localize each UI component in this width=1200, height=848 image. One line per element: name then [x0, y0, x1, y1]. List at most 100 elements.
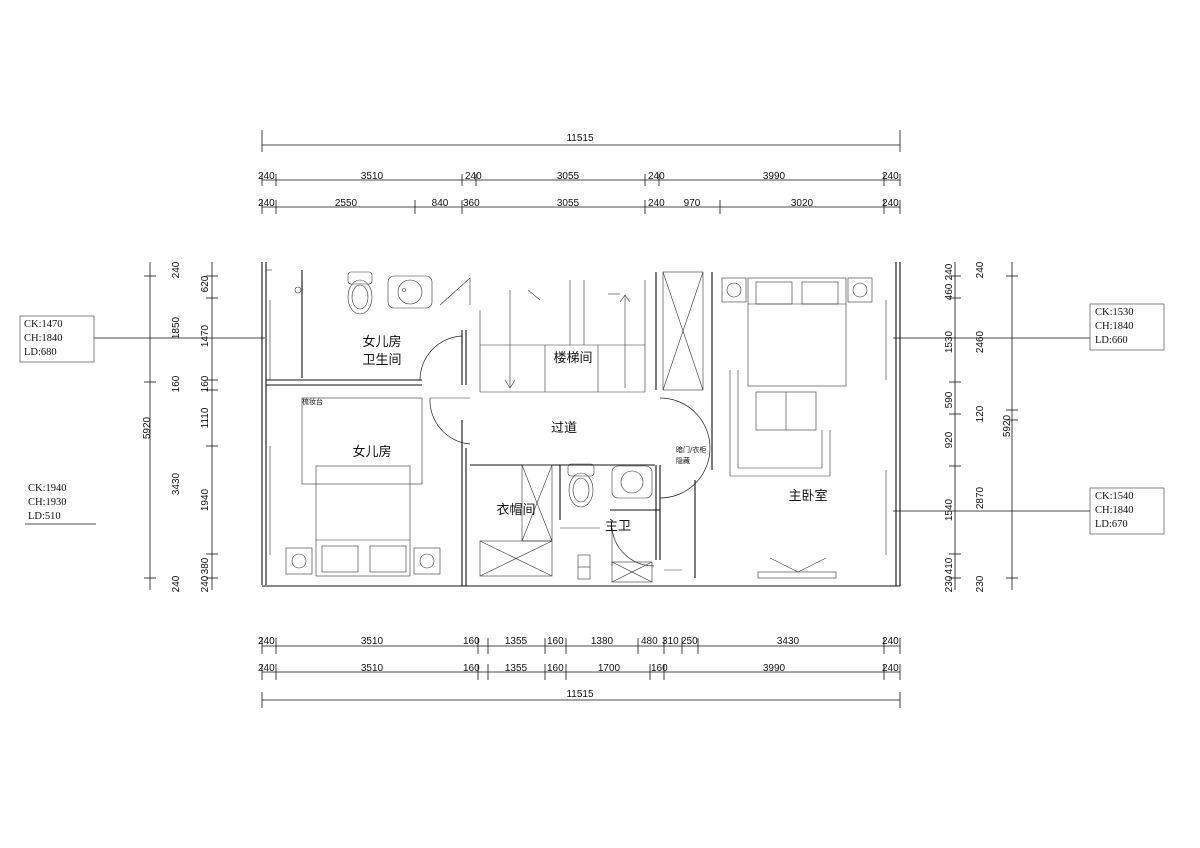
dim-right-inner-1: 460 [944, 283, 955, 300]
dim-right-inner-4: 920 [944, 431, 955, 448]
info-line: CK:1940 [28, 483, 67, 494]
room-label-stair: 楼梯间 [553, 351, 592, 366]
dim-bot-r2-7: 3990 [763, 663, 786, 674]
bed-icon [721, 277, 873, 387]
dim-bot-r2-5: 1700 [598, 663, 621, 674]
info-line: LD:680 [24, 347, 57, 358]
room-label-daughter-room: 女儿房 [352, 444, 391, 460]
dim-left-inner-2: 160 [171, 375, 182, 392]
window-info-left-top: CK:1470 CH:1840 LD:680 [19, 315, 265, 363]
dim-bot-r1-2: 160 [463, 636, 480, 647]
right-dimensions: 240 460 1530 590 920 1540 410 230 240 24… [944, 261, 1018, 592]
info-line: LD:660 [1095, 335, 1128, 346]
dim-top-r1-3: 3055 [557, 171, 580, 182]
info-line: LD:510 [28, 511, 61, 522]
dim-bot-r2-3: 1355 [505, 663, 528, 674]
dim-top-r1-2: 240 [465, 171, 482, 182]
note-door: 隐藏 [676, 456, 690, 465]
window-info-right-top: CK:1530 CH:1840 LD:660 [893, 303, 1165, 351]
dim-left-outer-0: 240 [171, 261, 182, 278]
dim-bot-r1-3: 1355 [505, 636, 528, 647]
dim-right-inner-6: 410 [944, 557, 955, 574]
dim-right-outer-3: 5920 [1002, 414, 1013, 437]
door-swings [419, 335, 711, 567]
dim-right-inner-7: 230 [944, 575, 955, 592]
note-door: 暗门/衣柜 [676, 445, 706, 454]
dim-left-outer-3: 3430 [171, 472, 182, 495]
dim-left-inner-7: 240 [200, 575, 211, 592]
dim-left-outer-2: 5920 [142, 416, 153, 439]
dim-right-outer-1: 2460 [975, 330, 986, 353]
room-label-master-bath: 主卫 [605, 519, 631, 534]
dim-bot-r2-4: 160 [547, 663, 564, 674]
info-line: CH:1930 [28, 497, 67, 508]
dim-left-inner-4: 1110 [200, 407, 211, 428]
window-info-right-bottom: CK:1540 CH:1840 LD:670 [893, 487, 1165, 535]
dim-right-inner-5: 1540 [944, 498, 955, 521]
dim-left-inner-3: 160 [200, 375, 211, 392]
dim-right-outer-4: 2870 [975, 486, 986, 509]
bed-icon [285, 465, 441, 577]
info-line: CK:1530 [1095, 307, 1134, 318]
dim-right-outer-2: 120 [975, 405, 986, 422]
dim-right-outer-0: 240 [975, 261, 986, 278]
dim-top-r2-3: 360 [463, 198, 480, 209]
dim-bot-r1-5: 1380 [591, 636, 614, 647]
dim-bottom-total: 11515 [566, 689, 594, 700]
room-label-master-bedroom: 主卧室 [788, 488, 827, 504]
dim-left-inner-5: 1940 [200, 488, 211, 511]
dim-right-inner-2: 1530 [944, 330, 955, 353]
dim-left-outer-1: 1850 [171, 316, 182, 339]
info-line: CK:1540 [1095, 491, 1134, 502]
dim-bot-r2-6: 160 [651, 663, 668, 674]
info-line: CH:1840 [24, 333, 63, 344]
shower-icon [294, 277, 471, 306]
dim-top-total: 11515 [566, 133, 594, 144]
basin-icon [387, 275, 433, 309]
basin-icon [611, 465, 653, 499]
dim-right-inner-3: 590 [944, 391, 955, 408]
dim-top-r2-4: 3055 [557, 198, 580, 209]
bottom-dimensions: 240 3510 160 1355 160 1380 480 310 250 3… [258, 636, 901, 708]
dim-top-r1-6: 240 [882, 171, 899, 182]
dim-bot-r1-0: 240 [258, 636, 275, 647]
room-labels: 女儿房 卫生间 楼梯间 过道 女儿房 衣帽间 主卫 主卧室 梳妆台 暗门/衣柜 … [302, 334, 828, 534]
dim-bot-r1-9: 3430 [777, 636, 800, 647]
toilet-icon [347, 271, 373, 315]
dim-top-r1-1: 3510 [361, 171, 384, 182]
info-line: CH:1840 [1095, 505, 1134, 516]
toilet-icon [567, 463, 595, 508]
room-label-daughter-bath: 女儿房 [362, 334, 401, 350]
dim-bot-r1-10: 240 [882, 636, 899, 647]
window-info-left-bottom: CK:1940 CH:1930 LD:510 [25, 483, 96, 525]
room-label-corridor: 过道 [551, 421, 577, 436]
dim-bot-r1-1: 3510 [361, 636, 384, 647]
fixtures [285, 271, 873, 580]
dim-top-r1-4: 240 [648, 171, 665, 182]
dim-top-r2-2: 840 [432, 198, 449, 209]
dim-top-r2-6: 970 [684, 198, 701, 209]
dim-bot-r1-6: 480 [641, 636, 658, 647]
dim-top-r1-5: 3990 [763, 171, 786, 182]
top-dimensions: 11515 240 3510 240 3055 240 3990 240 240… [258, 130, 901, 214]
dim-bot-r2-1: 3510 [361, 663, 384, 674]
info-line: LD:670 [1095, 519, 1128, 530]
dim-bot-r2-0: 240 [258, 663, 275, 674]
dim-right-outer-5: 230 [975, 575, 986, 592]
dim-top-r2-7: 3020 [791, 198, 814, 209]
note-dresser: 梳妆台 [302, 397, 323, 406]
sofa-icon [729, 370, 831, 477]
dim-bot-r1-8: 250 [681, 636, 698, 647]
dim-top-r2-5: 240 [648, 198, 665, 209]
info-line: CK:1470 [24, 319, 63, 330]
dim-top-r1-0: 240 [258, 171, 275, 182]
room-label-daughter-bath: 卫生间 [362, 353, 401, 368]
dim-bot-r2-8: 240 [882, 663, 899, 674]
dim-bot-r1-4: 160 [547, 636, 564, 647]
walls [261, 262, 901, 587]
dim-bot-r1-7: 310 [662, 636, 679, 647]
info-line: CH:1840 [1095, 321, 1134, 332]
dim-left-inner-1: 1470 [200, 324, 211, 347]
left-dimensions: 240 1850 5920 3430 240 620 1470 160 160 … [142, 261, 218, 592]
